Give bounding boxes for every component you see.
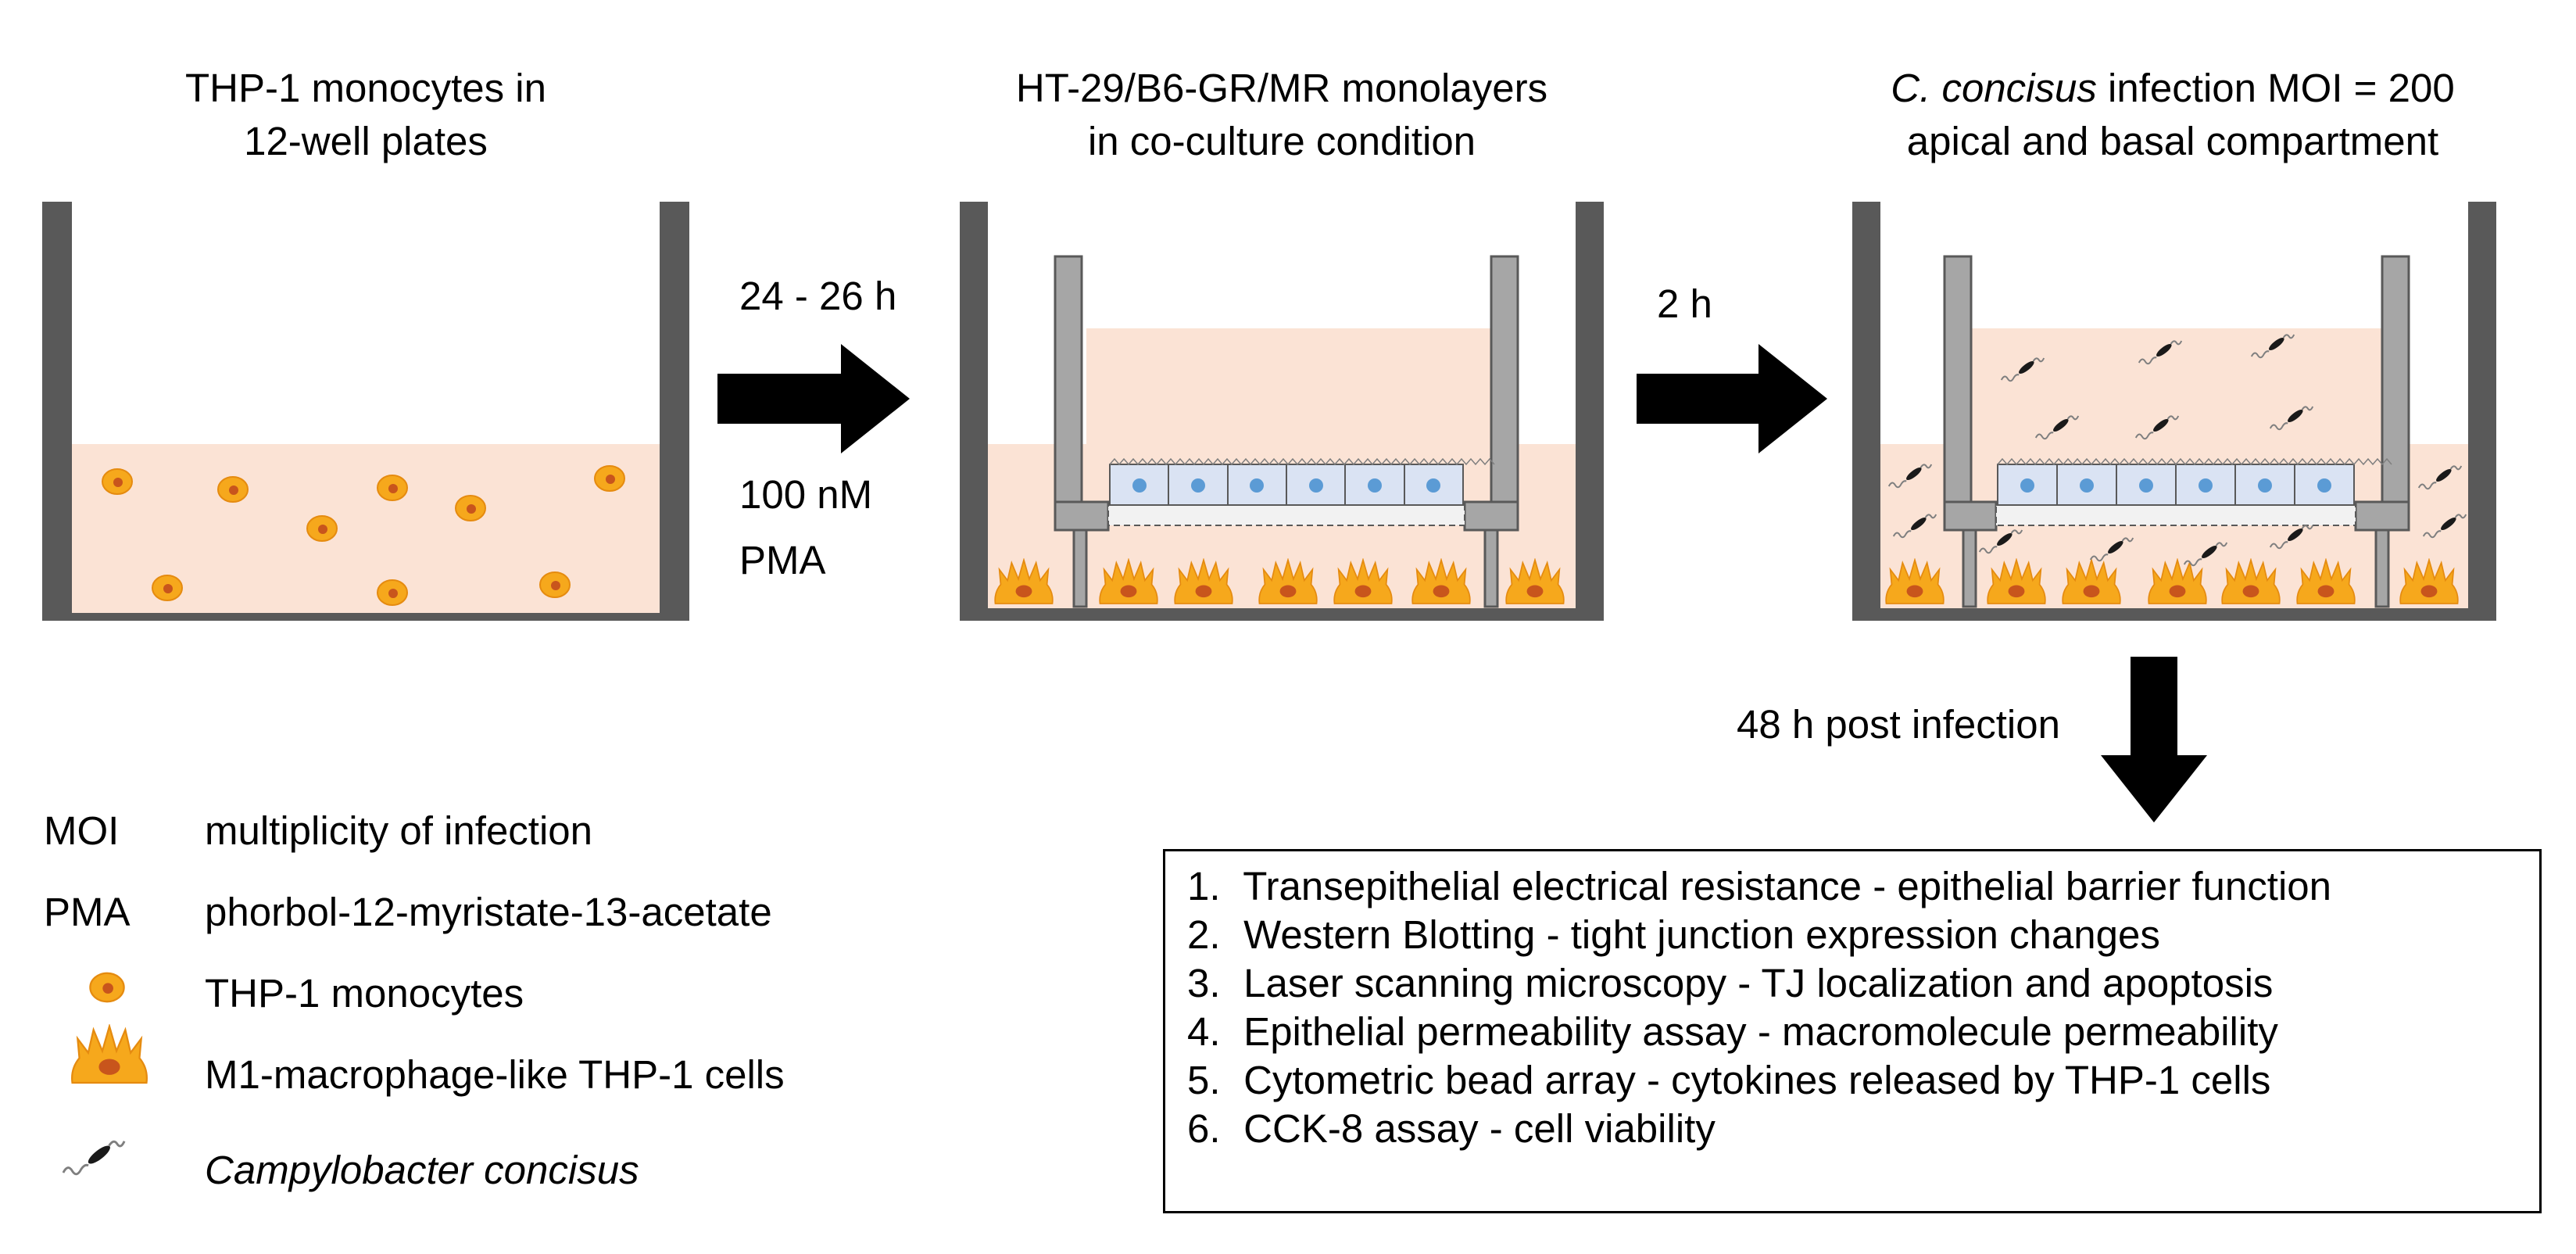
- arrow-3-time-label: 48 h post infection: [1737, 702, 2060, 747]
- legend-moi-abbr: MOI: [44, 808, 120, 853]
- arrow-1-time-label: 24 - 26 h: [739, 274, 897, 318]
- method-item: 4. Epithelial permeability assay - macro…: [1187, 1008, 2539, 1056]
- arrow-3: [2101, 657, 2207, 822]
- arrow-2-time-label: 2 h: [1657, 281, 1712, 326]
- legend-macrophage-icon: [71, 1025, 148, 1084]
- arrow-1-treatment-line1: 100 nM: [739, 472, 873, 517]
- method-number: 1.: [1187, 864, 1221, 908]
- panel-1-title-line1: THP-1 monocytes in: [185, 66, 546, 110]
- panel-2-epithelium: [1109, 457, 1495, 506]
- arrow-1-treatment-line2: PMA: [739, 538, 826, 582]
- panel-2-well: [960, 202, 1604, 621]
- legend-monocyte-label: THP-1 monocytes: [205, 971, 524, 1016]
- method-item: 1. Transepithelial electrical resistance…: [1187, 862, 2539, 911]
- method-item: 3. Laser scanning microscopy - TJ locali…: [1187, 959, 2539, 1008]
- method-text: Epithelial permeability assay - macromol…: [1243, 1009, 2278, 1054]
- legend-macrophage-label: M1-macrophage-like THP-1 cells: [205, 1052, 785, 1097]
- legend-pma-desc: phorbol-12-myristate-13-acetate: [205, 890, 772, 934]
- method-text: Cytometric bead array - cytokines releas…: [1243, 1058, 2271, 1102]
- method-number: 3.: [1187, 961, 1221, 1005]
- legend-bacterium-label: Campylobacter concisus: [205, 1148, 639, 1192]
- panel-1-title-line2: 12-well plates: [244, 119, 488, 163]
- method-text: Transepithelial electrical resistance - …: [1243, 864, 2332, 908]
- arrow-2: [1637, 344, 1827, 453]
- method-item: 5. Cytometric bead array - cytokines rel…: [1187, 1056, 2539, 1105]
- readout-methods-box: 1. Transepithelial electrical resistance…: [1163, 849, 2542, 1213]
- legend-monocyte-icon: [89, 972, 125, 1003]
- method-text: Western Blotting - tight junction expres…: [1243, 912, 2160, 957]
- method-text: CCK-8 assay - cell viability: [1243, 1106, 1716, 1151]
- panel-3-well: [1852, 202, 2496, 621]
- panel-3-title-line1: C. concisus infection MOI = 200: [1798, 64, 2548, 113]
- panel-3-moi-text: infection MOI = 200: [2096, 66, 2455, 110]
- method-number: 4.: [1187, 1009, 1221, 1054]
- method-text: Laser scanning microscopy - TJ localizat…: [1243, 961, 2274, 1005]
- method-number: 2.: [1187, 912, 1221, 957]
- legend-pma-abbr: PMA: [44, 890, 131, 934]
- method-number: 5.: [1187, 1058, 1221, 1102]
- legend-bacterium-icon: [62, 1140, 126, 1176]
- method-number: 6.: [1187, 1106, 1221, 1151]
- legend-moi-desc: multiplicity of infection: [205, 808, 593, 853]
- panel-1-well: [42, 202, 689, 621]
- panel-3-title-line2: apical and basal compartment: [1906, 119, 2439, 163]
- panel-3-organism-name: C. concisus: [1891, 66, 2097, 110]
- panel-2-title-line2: in co-culture condition: [1087, 119, 1476, 163]
- panel-2-title-line1: HT-29/B6-GR/MR monolayers: [1015, 66, 1548, 110]
- method-item: 2. Western Blotting - tight junction exp…: [1187, 911, 2539, 959]
- arrow-1: [717, 344, 910, 453]
- method-item: 6. CCK-8 assay - cell viability: [1187, 1105, 2539, 1153]
- panel-3-epithelium: [1997, 457, 2392, 506]
